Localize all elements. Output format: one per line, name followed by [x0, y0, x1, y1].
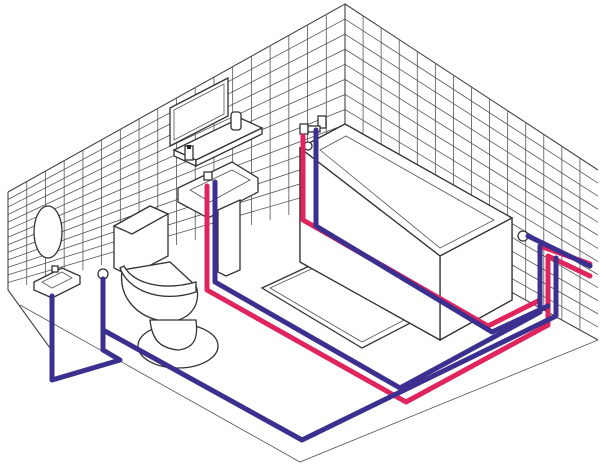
cold-water-pipe-main [100, 255, 559, 443]
toilet [112, 205, 219, 369]
cold-water-pipe-bath [313, 127, 551, 335]
water-pipes [49, 127, 593, 443]
shelf [172, 111, 264, 168]
mirror [169, 76, 229, 148]
cold-water-pipe-toilet [49, 276, 123, 383]
cold-water-pipe [212, 179, 543, 391]
wash-basin [177, 161, 259, 277]
hand-sink [33, 265, 81, 299]
hot-water-pipe-bath [300, 133, 593, 329]
oval-mirror [33, 205, 63, 259]
main-risers [525, 233, 593, 269]
